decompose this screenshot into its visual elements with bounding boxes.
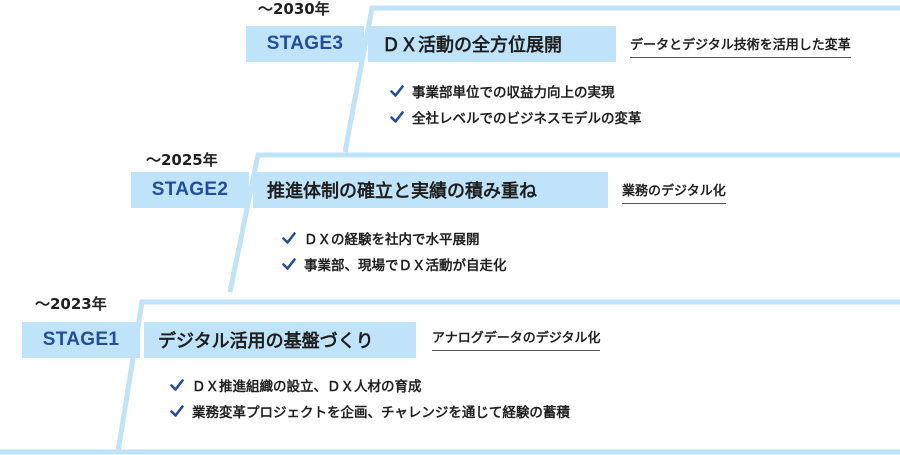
stage1-bullet-2: 業務変革プロジェクトを企画、チャレンジを通じて経験の蓄積 [192,405,570,421]
check-icon [390,85,404,97]
list-item: ＤＸ推進組織の設立、ＤＸ人材の育成 [170,372,570,398]
stage1-tag: アナログデータのデジタル化 [432,327,601,351]
check-icon [390,111,404,123]
stage1-bullets: ＤＸ推進組織の設立、ＤＸ人材の育成 業務変革プロジェクトを企画、チャレンジを通じ… [170,372,570,424]
list-item: 事業部単位での収益力向上の実現 [390,78,642,104]
stage2-bullet-2: 事業部、現場でＤＸ活動が自走化 [304,258,507,274]
stage3-bullet-2: 全社レベルでのビジネスモデルの変革 [412,111,642,127]
stage1-badge: STAGE1 [22,322,140,358]
list-item: 事業部、現場でＤＸ活動が自走化 [282,251,507,277]
stage1-bullet-1: ＤＸ推進組織の設立、ＤＸ人材の育成 [192,379,422,395]
stage3-year: ～2030年 [258,0,330,18]
list-item: 全社レベルでのビジネスモデルの変革 [390,104,642,130]
stage2-year: ～2025年 [146,151,218,169]
stage2-tag: 業務のデジタル化 [622,180,726,204]
stage2-title: 推進体制の確立と実績の積み重ね [253,172,608,208]
stage2-bullet-1: ＤＸの経験を社内で水平展開 [304,232,480,248]
stair-line-stage1 [115,299,900,453]
list-item: 業務変革プロジェクトを企画、チャレンジを通じて経験の蓄積 [170,398,570,424]
stage3-tag: データとデジタル技術を活用した変革 [630,34,851,58]
stage3-title: ＤＸ活動の全方位展開 [368,26,616,62]
check-icon [282,258,296,270]
check-icon [170,379,184,391]
stage1-title: デジタル活用の基盤づくり [144,322,416,358]
stage3-badge: STAGE3 [246,26,364,62]
check-icon [170,405,184,417]
check-icon [282,232,296,244]
stair-line-stage3 [342,5,900,153]
stage2-bullets: ＤＸの経験を社内で水平展開 事業部、現場でＤＸ活動が自走化 [282,225,507,277]
stage3-bullet-1: 事業部単位での収益力向上の実現 [412,85,615,101]
stair-line-stage2 [227,152,900,293]
stage2-badge: STAGE2 [131,172,249,208]
list-item: ＤＸの経験を社内で水平展開 [282,225,507,251]
stage3-bullets: 事業部単位での収益力向上の実現 全社レベルでのビジネスモデルの変革 [390,78,642,130]
stage1-year: ～2023年 [35,295,107,313]
